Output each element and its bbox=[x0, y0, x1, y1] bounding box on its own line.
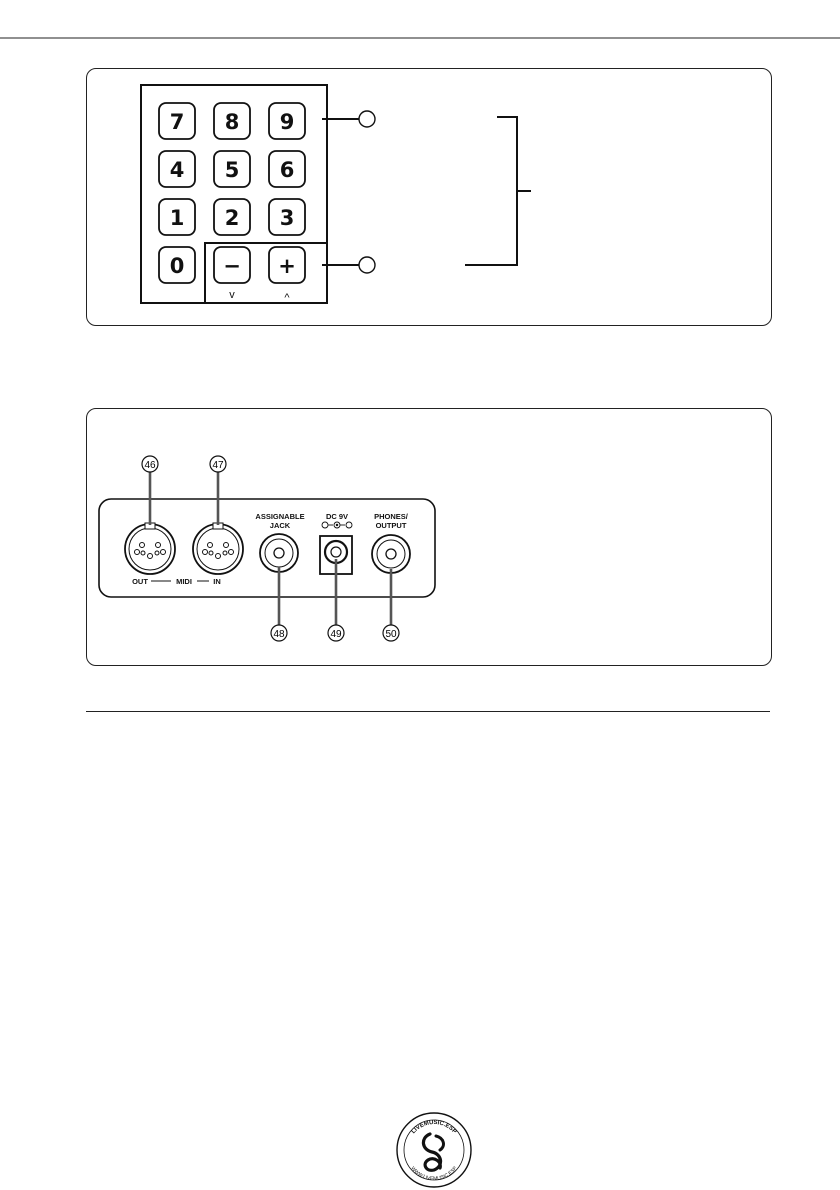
midi-in-connector bbox=[192, 522, 244, 575]
key-minus[interactable]: − bbox=[213, 246, 251, 284]
page-top-edge bbox=[0, 37, 840, 39]
dc-jack bbox=[319, 535, 353, 575]
keypad-panel: 7 8 9 4 5 6 1 2 3 0 − + v ^ bbox=[86, 68, 772, 326]
plus-minus-callout-circle bbox=[358, 256, 376, 274]
midi-in-label: IN bbox=[213, 577, 221, 586]
callout-50: 50 bbox=[385, 629, 397, 640]
key-label: 4 bbox=[170, 158, 185, 182]
livemusic-logo: LIVEMUSIC.ESP WWW.LIVEMUSIC.ESP bbox=[396, 1112, 472, 1188]
callout-48: 48 bbox=[273, 629, 285, 640]
assignable-jack bbox=[259, 533, 299, 573]
key-label: + bbox=[278, 254, 296, 278]
key-label: 9 bbox=[280, 110, 295, 134]
callout-49: 49 bbox=[330, 629, 342, 640]
callout-47: 47 bbox=[212, 460, 224, 471]
key-plus[interactable]: + bbox=[268, 246, 306, 284]
key-0[interactable]: 0 bbox=[158, 246, 196, 284]
keypad-frame bbox=[140, 84, 328, 304]
key-3[interactable]: 3 bbox=[268, 198, 306, 236]
dc-polarity-icon bbox=[321, 521, 353, 529]
key-6[interactable]: 6 bbox=[268, 150, 306, 188]
section-divider bbox=[86, 711, 770, 712]
arrow-down-label: v bbox=[229, 289, 235, 301]
key-9[interactable]: 9 bbox=[268, 102, 306, 140]
assignable-label-1: ASSIGNABLE bbox=[255, 512, 304, 521]
number-keys: 7 8 9 4 5 6 1 2 3 0 − + bbox=[158, 102, 306, 284]
key-7[interactable]: 7 bbox=[158, 102, 196, 140]
callout-46: 46 bbox=[144, 460, 156, 471]
key-label: 6 bbox=[280, 158, 295, 182]
treble-clef-icon bbox=[421, 1132, 443, 1172]
key-1[interactable]: 1 bbox=[158, 198, 196, 236]
arrow-up-label: ^ bbox=[284, 292, 290, 304]
key-label: 7 bbox=[170, 110, 185, 134]
keypad-diagram: 7 8 9 4 5 6 1 2 3 0 − + v ^ bbox=[140, 84, 531, 304]
key-label: − bbox=[223, 254, 241, 278]
phones-label-2: OUTPUT bbox=[376, 521, 407, 530]
leader-lines bbox=[148, 471, 393, 625]
assignable-label-2: JACK bbox=[270, 521, 291, 530]
bracket bbox=[465, 116, 518, 266]
number-keys-callout-circle bbox=[358, 110, 376, 128]
midi-out-label: OUT bbox=[132, 577, 148, 586]
phones-output-jack bbox=[371, 534, 411, 574]
midi-label: MIDI bbox=[176, 577, 192, 586]
key-label: 2 bbox=[225, 206, 240, 230]
key-label: 5 bbox=[225, 158, 240, 182]
phones-label-1: PHONES/ bbox=[374, 512, 409, 521]
key-5[interactable]: 5 bbox=[213, 150, 251, 188]
key-label: 0 bbox=[170, 254, 185, 278]
midi-out-connector bbox=[124, 522, 176, 575]
key-label: 1 bbox=[170, 206, 185, 230]
key-label: 3 bbox=[280, 206, 295, 230]
rear-panel: OUT MIDI IN ASSIGNABLE JACK DC 9V PHONES… bbox=[86, 408, 772, 666]
rear-panel-diagram: OUT MIDI IN ASSIGNABLE JACK DC 9V PHONES… bbox=[98, 455, 436, 642]
callout-numbers: 46 47 48 49 50 bbox=[141, 455, 400, 642]
plus-minus-frame bbox=[204, 242, 327, 303]
key-8[interactable]: 8 bbox=[213, 102, 251, 140]
key-2[interactable]: 2 bbox=[213, 198, 251, 236]
dc-label: DC 9V bbox=[326, 512, 348, 521]
key-label: 8 bbox=[225, 110, 240, 134]
key-4[interactable]: 4 bbox=[158, 150, 196, 188]
